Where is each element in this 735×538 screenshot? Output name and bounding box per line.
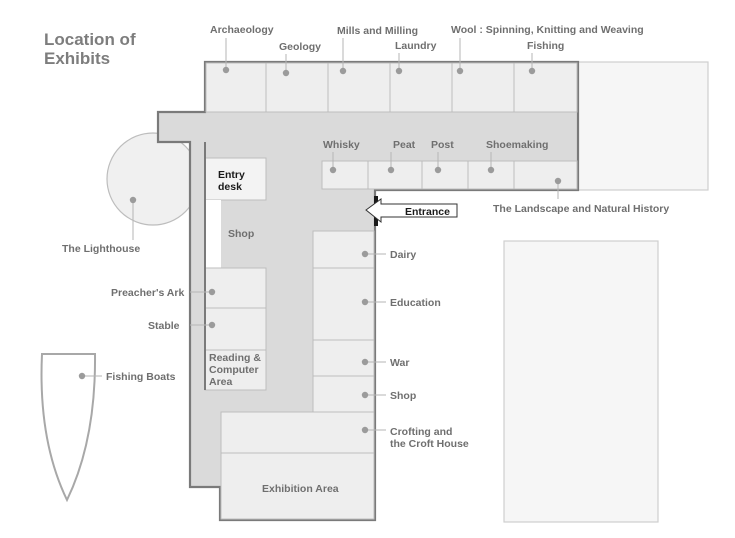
label-archaeology: Archaeology: [210, 24, 274, 36]
pin-peat: [387, 166, 395, 174]
pin-laundry: [395, 67, 403, 75]
room-whisky: [321, 160, 369, 190]
label-dairy: Dairy: [390, 249, 416, 261]
room-landscape: [513, 160, 578, 190]
label-entry-desk-2: desk: [218, 181, 242, 193]
pin-shop: [361, 391, 369, 399]
room-exhibition-area: [220, 452, 375, 520]
label-geology: Geology: [279, 41, 321, 53]
outer-building: [503, 240, 659, 523]
annex-building: [577, 61, 709, 191]
entry-desk: [204, 157, 267, 201]
label-preachers-ark: Preacher's Ark: [111, 287, 184, 299]
title-line-1: Location of: [44, 30, 136, 49]
fishing-boat-shape: [40, 353, 97, 503]
label-lighthouse: The Lighthouse: [62, 243, 140, 255]
label-reading-1: Reading &: [209, 352, 261, 364]
wall-gap: [205, 200, 221, 268]
label-entrance: Entrance: [405, 206, 450, 218]
pin-education: [361, 298, 369, 306]
room-crofting: [220, 411, 375, 454]
pin-stable: [208, 321, 216, 329]
pin-fishing: [528, 67, 536, 75]
room-fishing: [513, 62, 578, 113]
room-reading: [204, 349, 267, 391]
label-wool: Wool : Spinning, Knitting and Weaving: [451, 24, 644, 36]
label-shoemaking: Shoemaking: [486, 139, 548, 151]
label-exhibition-area: Exhibition Area: [262, 483, 339, 495]
lighthouse-shape: [106, 132, 200, 226]
label-fishing: Fishing: [527, 40, 564, 52]
label-education: Education: [390, 297, 441, 309]
top-rooms: [205, 62, 578, 113]
label-landscape: The Landscape and Natural History: [493, 203, 669, 215]
page-title: Location of Exhibits: [44, 30, 164, 68]
label-crofting-2: the Croft House: [390, 438, 469, 450]
room-peat: [367, 160, 423, 190]
pin-fishing-boats: [78, 372, 86, 380]
label-war: War: [390, 357, 409, 369]
room-stable: [204, 307, 267, 351]
pin-mills: [339, 67, 347, 75]
entrance-arrow-icon: [365, 198, 458, 224]
pin-war: [361, 358, 369, 366]
label-shop-inner: Shop: [228, 228, 254, 240]
room-war: [312, 339, 375, 377]
middle-rooms: [321, 160, 578, 190]
pin-geology: [282, 69, 290, 77]
label-stable: Stable: [148, 320, 180, 332]
pin-shoemaking: [487, 166, 495, 174]
label-post: Post: [431, 139, 454, 151]
label-laundry: Laundry: [395, 40, 437, 52]
label-reading-2: Computer: [209, 364, 259, 376]
pin-landscape: [554, 177, 562, 185]
middle-pins: [329, 152, 562, 199]
room-geology: [265, 62, 329, 113]
label-reading-3: Area: [209, 376, 233, 388]
side-pins: [78, 196, 386, 434]
pin-dairy: [361, 250, 369, 258]
room-post: [421, 160, 469, 190]
title-line-2: Exhibits: [44, 49, 111, 68]
pin-crofting: [361, 426, 369, 434]
pin-lighthouse: [129, 196, 137, 204]
label-fishing-boats: Fishing Boats: [106, 371, 176, 383]
room-preachers-ark: [204, 267, 267, 309]
pin-wool: [456, 67, 464, 75]
right-rooms: [312, 230, 375, 413]
label-mills: Mills and Milling: [337, 25, 418, 37]
pin-post: [434, 166, 442, 174]
room-archaeology: [205, 62, 267, 113]
room-mills: [327, 62, 391, 113]
pin-archaeology: [222, 66, 230, 74]
room-laundry: [389, 62, 453, 113]
label-whisky: Whisky: [323, 139, 360, 151]
pin-preachers-ark: [208, 288, 216, 296]
room-dairy: [312, 230, 375, 269]
top-pins: [222, 38, 536, 77]
label-crofting-1: Crofting and: [390, 426, 452, 438]
pin-whisky: [329, 166, 337, 174]
label-shop-outer: Shop: [390, 390, 416, 402]
label-peat: Peat: [393, 139, 416, 151]
label-entry-desk-1: Entry: [218, 169, 245, 181]
